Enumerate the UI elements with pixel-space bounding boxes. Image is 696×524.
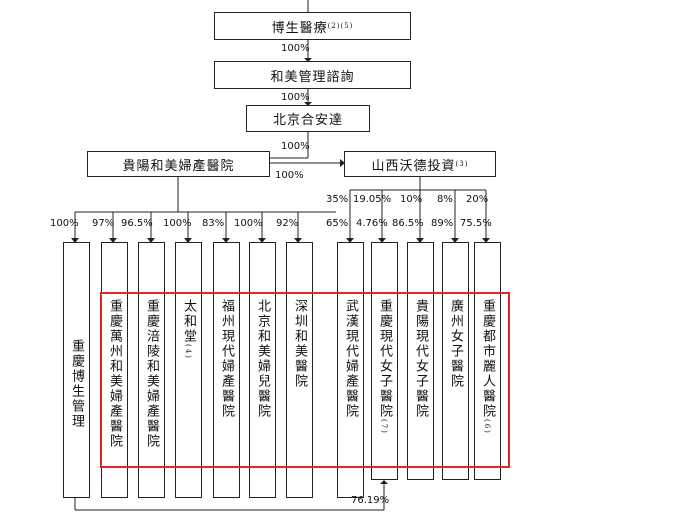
- entity-name: 太和堂(4): [181, 299, 196, 497]
- entity-chongqing-boshen-mgmt: 重慶博生管理: [63, 242, 90, 498]
- entity-fuzhou-hospital: 福州現代婦產醫院: [213, 242, 240, 498]
- ownership-pct: 92%: [276, 218, 299, 229]
- ownership-pct: 100%: [281, 141, 310, 152]
- entity-name: 福州現代婦產醫院: [219, 299, 234, 419]
- entity-boshen-medical: 博生醫療(2)(5): [214, 12, 411, 40]
- entity-name: 北京合安達: [272, 113, 343, 128]
- ownership-pct: 96.5%: [121, 218, 153, 229]
- highlight-frame: [100, 292, 510, 468]
- ownership-pct: 10%: [400, 194, 423, 205]
- entity-name: 重慶涪陵和美婦產醫院: [144, 299, 159, 449]
- ownership-pct: 100%: [234, 218, 263, 229]
- entity-name: 深圳和美醫院: [292, 299, 307, 389]
- ownership-pct: 76.19%: [351, 495, 390, 506]
- entity-name: 重慶博生管理: [69, 339, 84, 429]
- ownership-pct: 89%: [431, 218, 454, 229]
- footnote-ref: (2)(5): [327, 22, 354, 30]
- entity-name: 北京和美婦兒醫院: [255, 299, 270, 419]
- entity-name: 廣州女子醫院: [448, 299, 463, 389]
- entity-name: 重慶現代女子醫院(7): [377, 299, 392, 479]
- entity-name: 和美管理諮詢: [270, 69, 355, 85]
- entity-name-text: 太和堂: [181, 299, 196, 344]
- entity-guiyang-modern-women: 貴陽現代女子醫院: [407, 242, 434, 480]
- entity-guangzhou-women: 廣州女子醫院: [442, 242, 469, 480]
- ownership-pct: 100%: [163, 218, 192, 229]
- ownership-pct: 35%: [326, 194, 349, 205]
- entity-chongqing-dushi-liren: 重慶都市麗人醫院(6): [474, 242, 501, 480]
- entity-name: 貴陽現代女子醫院: [413, 299, 428, 419]
- ownership-pct: 65%: [326, 218, 349, 229]
- footnote-ref: (6): [483, 419, 491, 435]
- entity-name: 武漢現代婦產醫院: [343, 299, 358, 419]
- entity-fuling-hospital: 重慶涪陵和美婦產醫院: [138, 242, 165, 498]
- footnote-ref: (4): [184, 344, 192, 360]
- entity-name: 貴陽和美婦產醫院: [122, 158, 235, 174]
- entity-shenzhen-hospital: 深圳和美醫院: [286, 242, 313, 498]
- ownership-pct: 19.05%: [353, 194, 392, 205]
- entity-beijing-hospital: 北京和美婦兒醫院: [249, 242, 276, 498]
- entity-hemei-management: 和美管理諮詢: [214, 61, 411, 89]
- ownership-pct: 100%: [50, 218, 79, 229]
- entity-name-text: 重慶現代女子醫院: [377, 299, 392, 419]
- ownership-pct: 86.5%: [392, 218, 424, 229]
- entity-wuhan-hospital: 武漢現代婦產醫院: [337, 242, 364, 498]
- ownership-pct: 100%: [281, 43, 310, 54]
- entity-guiyang-hemei: 貴陽和美婦產醫院: [87, 151, 270, 177]
- entity-chongqing-modern-women: 重慶現代女子醫院(7): [371, 242, 398, 480]
- ownership-pct: 100%: [275, 170, 304, 181]
- entity-name: 博生醫療: [271, 20, 328, 36]
- entity-shanxi-wode: 山西沃德投資(3): [344, 151, 496, 177]
- entity-name: 重慶萬州和美婦產醫院: [107, 299, 122, 449]
- ownership-pct: 20%: [466, 194, 489, 205]
- ownership-pct: 100%: [281, 92, 310, 103]
- footnote-ref: (3): [455, 160, 469, 168]
- entity-name-text: 重慶都市麗人醫院: [480, 299, 495, 419]
- ownership-pct: 8%: [437, 194, 453, 205]
- footnote-ref: (7): [380, 419, 388, 435]
- entity-beijing-hean: 北京合安達: [246, 105, 370, 132]
- entity-name: 山西沃德投資: [371, 158, 456, 174]
- entity-wanzhou-hospital: 重慶萬州和美婦產醫院: [101, 242, 128, 498]
- ownership-pct: 83%: [202, 218, 225, 229]
- entity-taihetang: 太和堂(4): [175, 242, 202, 498]
- ownership-pct: 4.76%: [356, 218, 388, 229]
- entity-name: 重慶都市麗人醫院(6): [480, 299, 495, 479]
- ownership-pct: 75.5%: [460, 218, 492, 229]
- ownership-pct: 97%: [92, 218, 115, 229]
